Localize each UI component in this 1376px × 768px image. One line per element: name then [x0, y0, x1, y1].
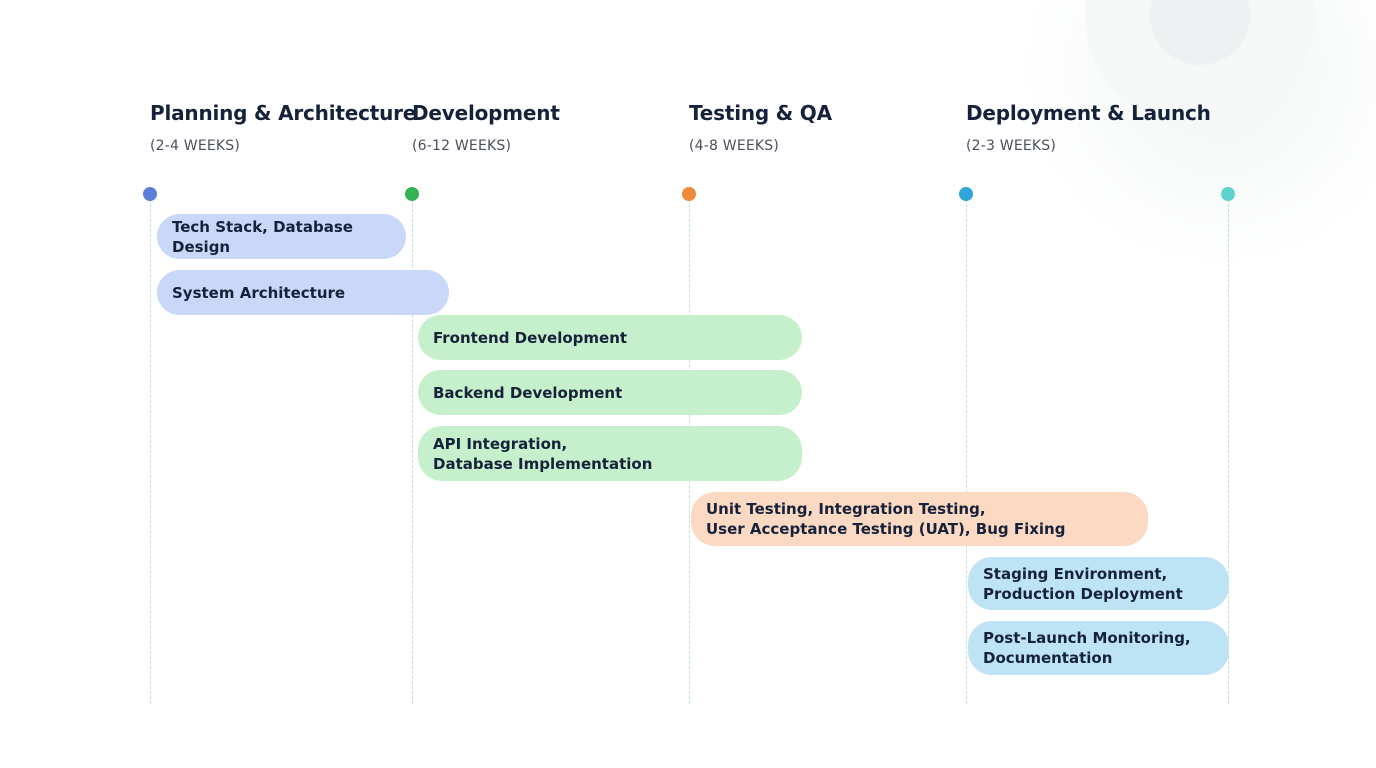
phase-title-deployment: Deployment & Launch [966, 101, 1211, 125]
phase-duration-testing: (4-8 WEEKS) [689, 138, 780, 154]
milestone-marker-deployment [959, 187, 973, 201]
task-bar-frontend: Frontend Development [418, 315, 802, 360]
task-bar-testing: Unit Testing, Integration Testing, User … [691, 492, 1148, 546]
task-bar-system-architecture: System Architecture [157, 270, 449, 315]
milestone-marker-planning [143, 187, 157, 201]
task-bar-api-integration: API Integration, Database Implementation [418, 426, 802, 481]
task-bar-backend: Backend Development [418, 370, 802, 415]
task-bar-staging: Staging Environment, Production Deployme… [968, 557, 1229, 610]
milestone-marker-end [1221, 187, 1235, 201]
phase-duration-deployment: (2-3 WEEKS) [966, 138, 1057, 154]
phase-divider-line [966, 194, 967, 704]
milestone-marker-development [405, 187, 419, 201]
phase-divider-line [412, 194, 413, 704]
phase-divider-line [150, 194, 151, 704]
phase-duration-planning: (2-4 WEEKS) [150, 138, 241, 154]
milestone-marker-testing [682, 187, 696, 201]
phase-duration-development: (6-12 WEEKS) [412, 138, 512, 154]
phase-title-planning: Planning & Architecture [150, 101, 417, 125]
phase-divider-line [1228, 194, 1229, 704]
task-bar-tech-stack: Tech Stack, Database Design [157, 214, 406, 259]
phase-title-development: Development [412, 101, 560, 125]
task-bar-post-launch: Post-Launch Monitoring, Documentation [968, 621, 1229, 675]
phase-title-testing: Testing & QA [689, 101, 832, 125]
